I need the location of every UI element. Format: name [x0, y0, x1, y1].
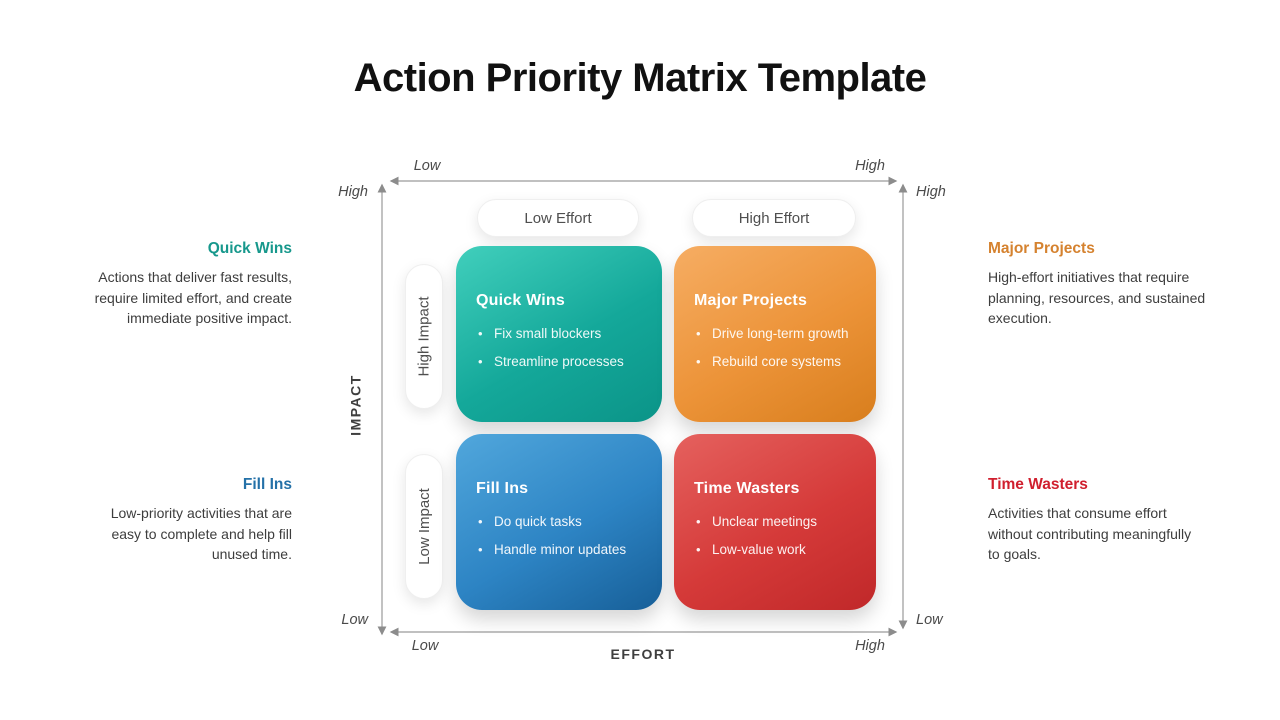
row-pill-high-impact: High Impact [405, 264, 443, 409]
bullet-item: Handle minor updates [476, 542, 646, 557]
y-axis-right-low-label: Low [916, 612, 943, 628]
column-pill-label: Low Effort [524, 209, 592, 227]
annotation-fill-ins: Fill Ins Low-priority activities that ar… [70, 476, 292, 565]
column-pill-high-effort: High Effort [692, 199, 856, 237]
annotation-time-wasters: Time Wasters Activities that consume eff… [988, 476, 1228, 565]
bullet-item: Low-value work [694, 542, 860, 557]
quadrant-bullet-list: Do quick tasks Handle minor updates [476, 514, 646, 557]
bullet-item: Rebuild core systems [694, 354, 860, 369]
annotation-major-projects: Major Projects High-effort initiatives t… [988, 240, 1228, 329]
y-axis-right-high-label: High [916, 184, 946, 200]
x-axis-top-low-label: Low [413, 158, 441, 174]
quadrant-card-fill-ins: Fill Ins Do quick tasks Handle minor upd… [456, 434, 662, 610]
y-axis-left-high-label: High [338, 184, 368, 200]
row-pill-label: High Impact [415, 296, 433, 377]
page-title: Action Priority Matrix Template [353, 56, 927, 100]
bullet-item: Do quick tasks [476, 514, 646, 529]
x-axis-top-high-label: High [855, 158, 885, 174]
bullet-item: Unclear meetings [694, 514, 860, 529]
bullet-item: Streamline processes [476, 354, 646, 369]
annotation-heading: Fill Ins [242, 476, 292, 493]
quadrant-title: Fill Ins [476, 480, 529, 497]
annotation-heading: Time Wasters [988, 476, 1088, 493]
annotation-text: High-effort initiatives that require pla… [988, 269, 1206, 326]
annotation-heading: Quick Wins [207, 240, 292, 257]
quadrant-card-time-wasters: Time Wasters Unclear meetings Low-value … [674, 434, 876, 610]
quadrant-card-major-projects: Major Projects Drive long-term growth Re… [674, 246, 876, 422]
axis-arrows-frame [377, 176, 908, 637]
annotation-text: Actions that deliver fast results, requi… [94, 269, 292, 326]
quadrant-bullet-list: Unclear meetings Low-value work [694, 514, 860, 557]
column-pill-label: High Effort [738, 209, 810, 227]
quadrant-title: Major Projects [694, 292, 808, 309]
x-axis-bottom-high-label: High [855, 638, 885, 654]
quadrant-title: Time Wasters [694, 480, 800, 497]
quadrant-bullet-list: Drive long-term growth Rebuild core syst… [694, 326, 860, 369]
column-pill-low-effort: Low Effort [477, 199, 639, 237]
effort-axis-title: EFFORT [610, 646, 676, 662]
y-axis-left-low-label: Low [341, 612, 368, 628]
annotation-text: Activities that consume effort without c… [988, 505, 1192, 562]
quadrant-bullet-list: Fix small blockers Streamline processes [476, 326, 646, 369]
x-axis-bottom-low-label: Low [411, 638, 439, 654]
bullet-item: Drive long-term growth [694, 326, 860, 341]
impact-axis-title: IMPACT [347, 374, 364, 436]
row-pill-low-impact: Low Impact [405, 454, 443, 599]
annotation-text: Low-priority activities that are easy to… [110, 505, 292, 562]
annotation-heading: Major Projects [988, 240, 1095, 257]
annotation-quick-wins: Quick Wins Actions that deliver fast res… [70, 240, 292, 329]
row-pill-label: Low Impact [415, 488, 433, 565]
quadrant-card-quick-wins: Quick Wins Fix small blockers Streamline… [456, 246, 662, 422]
quadrant-title: Quick Wins [476, 292, 565, 309]
bullet-item: Fix small blockers [476, 326, 646, 341]
